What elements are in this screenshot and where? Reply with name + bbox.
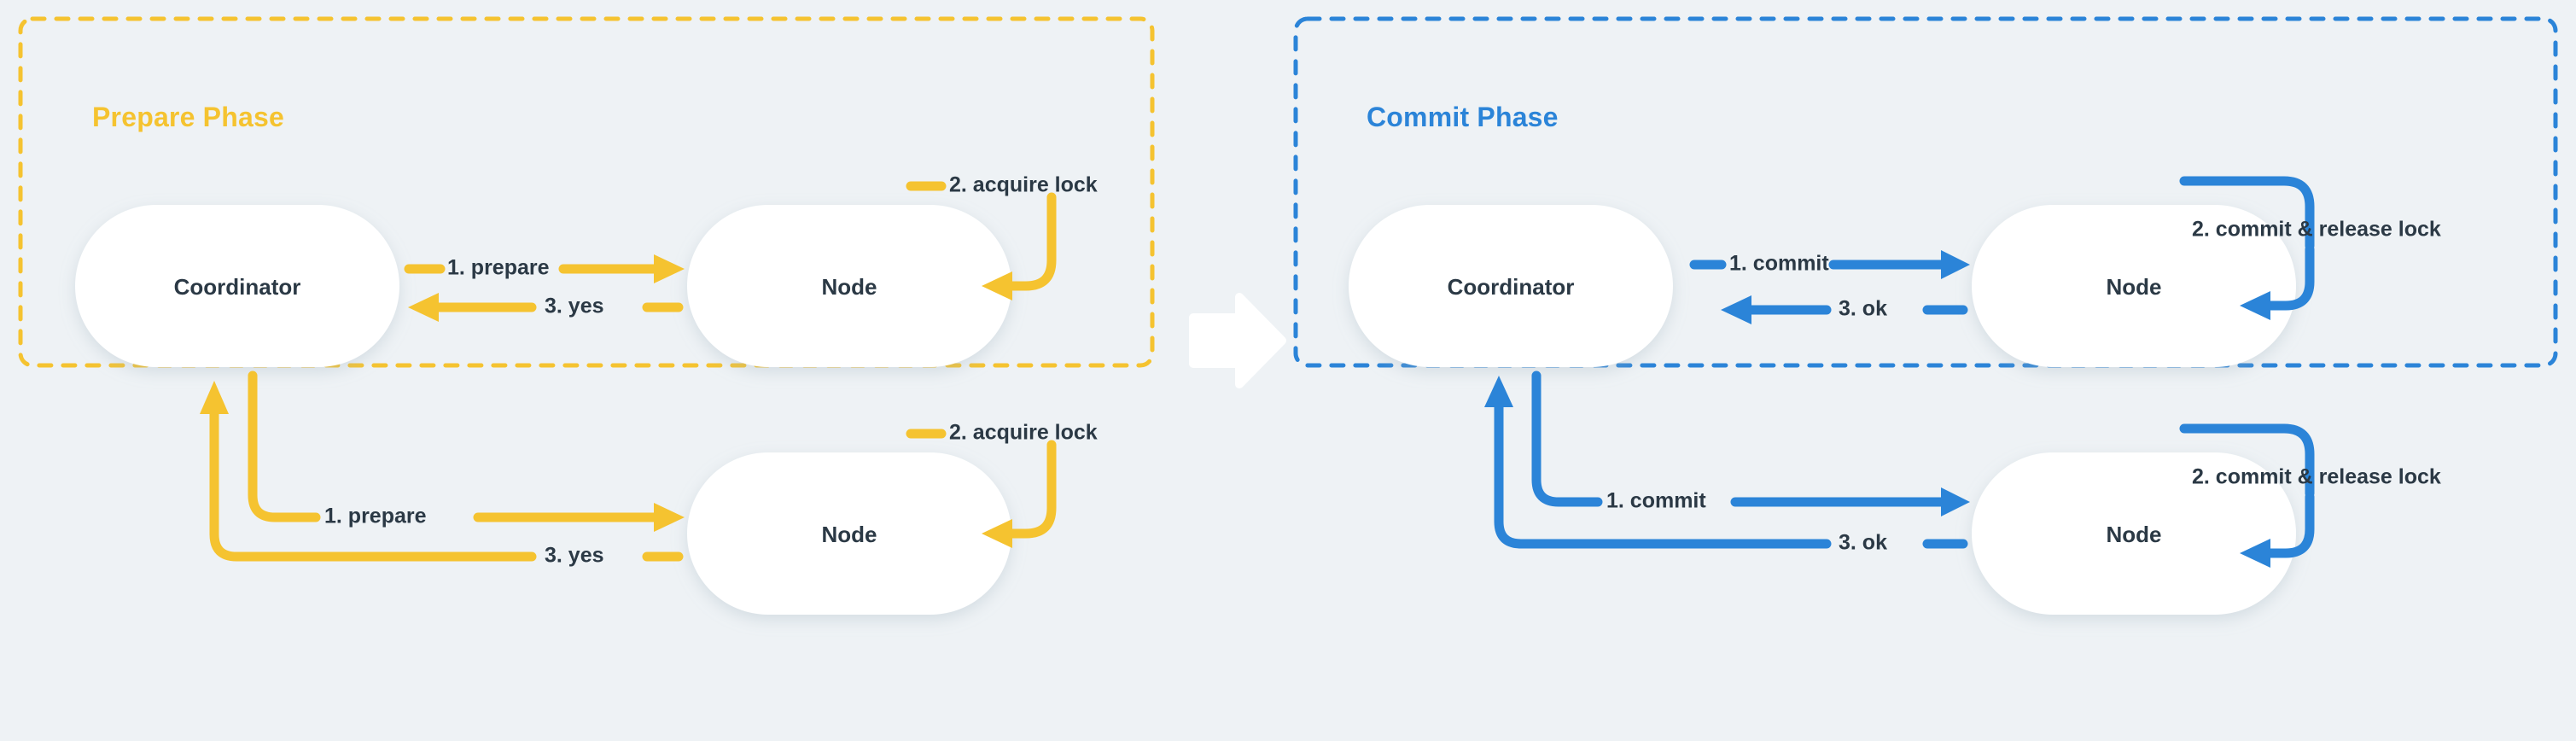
- prepare-node-1-label: Node: [822, 274, 877, 300]
- transition-arrow-shape: [1189, 293, 1286, 388]
- edge-prepare-2-bottom-label: 2. acquire lock: [949, 421, 1098, 445]
- panel-prepare: Prepare Phase Coordinator Node Node 1. p…: [18, 16, 1155, 615]
- edge-commit-2-top-label: 2. commit & release lock: [2192, 218, 2441, 242]
- edge-prepare-2-bottom-curve: [1000, 440, 1057, 539]
- edge-prepare-3-bottom-arrowhead: [200, 381, 229, 414]
- edge-commit-1-bottom-label: 1. commit: [1606, 489, 1706, 513]
- edge-prepare-2-top-label: 2. acquire lock: [949, 173, 1098, 197]
- prepare-node-1-shape: [687, 205, 1011, 367]
- edge-prepare-2-top: 2. acquire lock: [906, 173, 1098, 300]
- prepare-coordinator-shape: [75, 205, 399, 367]
- edge-commit-3-bottom-label: 3. ok: [1839, 531, 1887, 555]
- edge-prepare-2-bottom: 2. acquire lock: [906, 421, 1098, 548]
- edge-prepare-3-top-label: 3. yes: [545, 295, 604, 318]
- edge-commit-1-bottom-elbow: [1531, 370, 1603, 507]
- prepare-coordinator-label: Coordinator: [174, 274, 301, 300]
- commit-coordinator-node[interactable]: Coordinator: [1349, 205, 1673, 367]
- edge-commit-3-top-label: 3. ok: [1839, 297, 1887, 321]
- edge-commit-1-top-label: 1. commit: [1729, 252, 1829, 276]
- edge-commit-2-top-arrowhead: [2240, 291, 2270, 320]
- edge-commit-1-bottom-arrowhead: [1941, 487, 1970, 516]
- commit-node-1-shape: [1972, 205, 2296, 367]
- edge-commit-1-top-arrowhead: [1941, 250, 1970, 279]
- edge-commit-3-top-arrowhead: [1721, 295, 1751, 324]
- edge-commit-2-bottom-label: 2. commit & release lock: [2192, 465, 2441, 489]
- edge-prepare-1-bottom-elbow: [248, 370, 321, 522]
- commit-node-2-label: Node: [2107, 522, 2162, 547]
- edge-prepare-1-top: 1. prepare: [404, 254, 685, 283]
- prepare-coordinator-node[interactable]: Coordinator: [75, 205, 399, 367]
- panel-prepare-border: [18, 16, 1155, 368]
- prepare-node-1[interactable]: Node: [687, 205, 1011, 367]
- commit-node-2-shape: [1972, 452, 2296, 615]
- commit-node-1[interactable]: Node: [1972, 205, 2296, 367]
- edge-commit-2-top: 2. commit & release lock: [2179, 176, 2441, 320]
- edge-commit-2-bottom-upper: [2179, 423, 2315, 499]
- edge-prepare-2-bottom-arrowhead: [982, 519, 1012, 548]
- edge-commit-3-bottom-elbow: [1494, 394, 1832, 549]
- edge-commit-2-bottom-arrowhead: [2240, 539, 2270, 568]
- edge-prepare-3-top-arrowhead: [408, 293, 439, 322]
- commit-node-2[interactable]: Node: [1972, 452, 2296, 615]
- prepare-node-2[interactable]: Node: [687, 452, 1011, 615]
- prepare-node-2-shape: [687, 452, 1011, 615]
- edge-prepare-1-top-label: 1. prepare: [447, 256, 550, 280]
- edge-commit-1-top: 1. commit: [1689, 250, 1970, 279]
- edge-prepare-1-top-arrowhead: [654, 254, 685, 283]
- edge-prepare-3-bottom: 3. yes: [200, 381, 684, 568]
- prepare-node-2-label: Node: [822, 522, 877, 547]
- edge-commit-2-bottom-lower: [2258, 492, 2315, 558]
- edge-prepare-3-top: 3. yes: [408, 293, 684, 322]
- panel-prepare-title: Prepare Phase: [92, 102, 284, 132]
- edge-commit-2-top-lower: [2258, 244, 2315, 311]
- commit-node-1-label: Node: [2107, 274, 2162, 300]
- commit-coordinator-shape: [1349, 205, 1673, 367]
- panel-commit: Commit Phase Coordinator Node Node 1. co…: [1293, 16, 2558, 615]
- arrow-right-icon: [1189, 293, 1286, 388]
- edge-prepare-2-top-curve: [1000, 192, 1057, 291]
- edge-commit-2-bottom: 2. commit & release lock: [2179, 423, 2441, 568]
- edge-commit-3-bottom: 3. ok: [1484, 376, 1968, 555]
- edge-prepare-1-bottom-arrowhead: [654, 503, 685, 532]
- edge-commit-2-top-upper: [2179, 176, 2315, 251]
- edge-prepare-1-bottom: 1. prepare: [248, 370, 685, 532]
- edge-prepare-2-top-arrowhead: [982, 271, 1012, 300]
- panel-commit-title: Commit Phase: [1367, 102, 1559, 132]
- edge-prepare-3-bottom-label: 3. yes: [545, 544, 604, 568]
- panel-commit-border: [1293, 16, 2558, 368]
- commit-coordinator-label: Coordinator: [1448, 274, 1575, 300]
- edge-commit-1-bottom: 1. commit: [1531, 370, 1970, 516]
- edge-prepare-1-bottom-label: 1. prepare: [324, 505, 427, 528]
- edge-prepare-3-bottom-elbow: [209, 401, 537, 562]
- edge-commit-3-bottom-arrowhead: [1484, 376, 1513, 407]
- edge-commit-3-top: 3. ok: [1721, 295, 1968, 324]
